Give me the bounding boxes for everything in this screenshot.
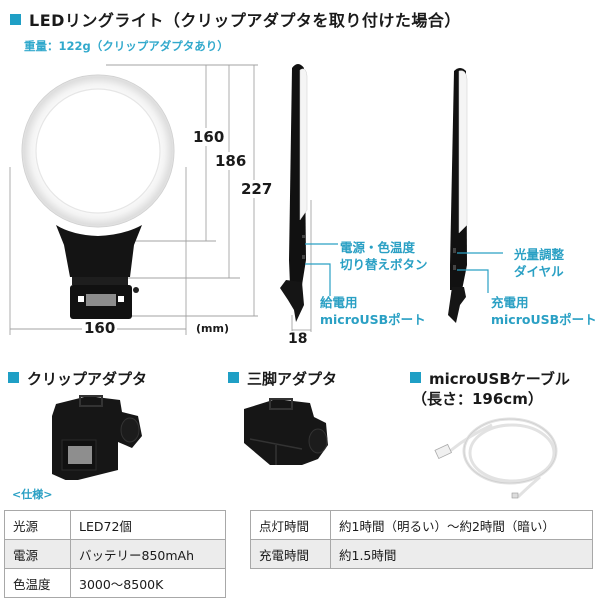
table-row: 充電時間 約1.5時間 [250,539,593,569]
callout-lines-left [305,243,338,296]
accessory-tripod-title: 三脚アダプタ [228,368,337,389]
square-bullet-icon [10,14,21,25]
accessory-cable-title: microUSBケーブル [410,368,570,389]
dimension-height-total: 227 [239,180,275,198]
spec-key: 色温度 [4,568,71,598]
callout-text: 切り替えボタン [340,257,428,272]
callout-text: 光量調整 [514,247,565,262]
dimension-height-ring: 160 [191,128,227,146]
main-title-text: LEDリングライト（クリップアダプタを取り付けた場合） [29,11,461,30]
ring-light-side-view-left [280,64,312,332]
callout-power-color-button: 電源・色温度 切り替えボタン [340,239,428,273]
square-bullet-icon [410,372,421,383]
callout-text: 電源・色温度 [340,240,416,255]
callout-text: microUSBポート [320,312,426,327]
callout-text: 給電用 [320,295,358,310]
callout-lines-right [457,252,503,293]
dimension-depth: 18 [286,331,310,347]
callout-text: ダイヤル [514,264,564,279]
callout-brightness-dial: 光量調整 ダイヤル [514,246,564,280]
spec-table-right: 点灯時間 約1時間（明るい）〜約2時間（暗い） 充電時間 約1.5時間 [250,510,593,569]
spec-value: 約1時間（明るい）〜約2時間（暗い） [330,510,593,540]
spec-value: 約1.5時間 [330,539,593,569]
accessory-title-text: microUSBケーブル [429,370,570,388]
main-title: LEDリングライト（クリップアダプタを取り付けた場合） [10,7,461,31]
square-bullet-icon [228,372,239,383]
specs-label: <仕様> [12,488,53,501]
callout-charging-port: 充電用 microUSBポート [491,294,597,328]
spec-key: 電源 [4,539,71,569]
spec-key: 充電時間 [250,539,331,569]
dimension-width: 160 [82,319,118,337]
accessory-title-text: 三脚アダプタ [247,370,338,388]
spec-key: 点灯時間 [250,510,331,540]
spec-table-left: 光源 LED72個 電源 バッテリー850mAh 色温度 3000〜8500K [4,510,226,598]
accessory-clip-title: クリップアダプタ [8,368,147,389]
usb-cable-image [434,417,558,499]
callout-text: 充電用 [491,295,529,310]
dimension-height-mid: 186 [213,152,249,170]
ring-light-side-view-right [448,68,468,323]
accessory-cable-length: （長さ：196cm） [412,390,543,408]
table-row: 色温度 3000〜8500K [4,568,226,598]
ring-light-front-diagram [9,64,258,335]
spec-value: バッテリー850mAh [70,539,226,569]
table-row: 電源 バッテリー850mAh [4,539,226,569]
weight-note: 重量：122g（クリップアダプタあり） [24,39,229,53]
spec-key: 光源 [4,510,71,540]
tripod-adapter-image [244,398,328,465]
spec-value: 3000〜8500K [70,568,226,598]
callout-power-supply-port: 給電用 microUSBポート [320,294,426,328]
table-row: 光源 LED72個 [4,510,226,540]
clip-adapter-image [52,395,142,480]
table-row: 点灯時間 約1時間（明るい）〜約2時間（暗い） [250,510,593,540]
callout-text: microUSBポート [491,312,597,327]
dimension-unit: (mm) [196,322,229,335]
spec-value: LED72個 [70,510,226,540]
accessory-title-text: クリップアダプタ [27,370,148,388]
square-bullet-icon [8,372,19,383]
